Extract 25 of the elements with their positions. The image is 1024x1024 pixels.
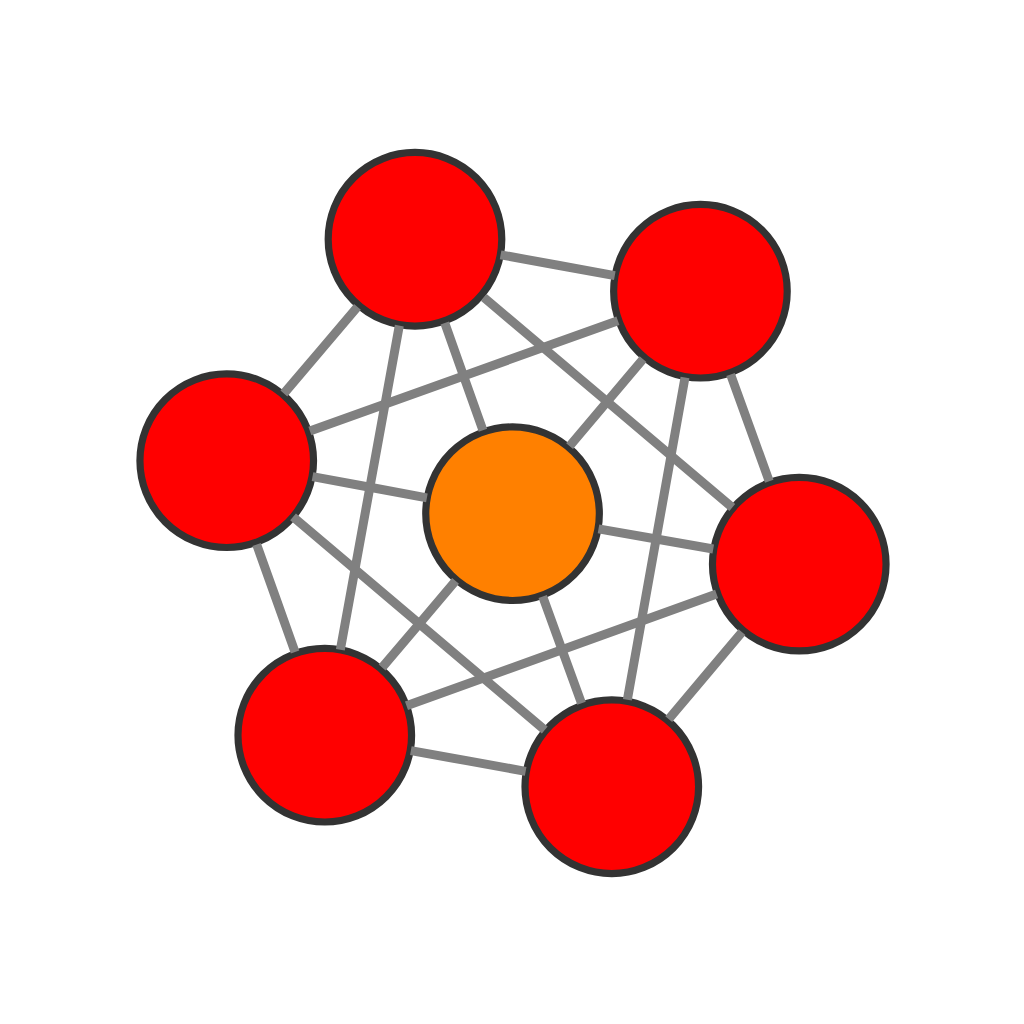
connector [403,588,718,709]
connector [307,315,619,435]
node-circle [707,472,889,654]
connector [565,355,646,449]
connector [479,292,735,510]
connector [498,249,615,280]
connector [537,594,585,704]
node-circle [520,695,702,877]
connector [596,523,713,553]
connector [279,302,360,396]
connector [621,375,689,700]
connector [439,320,487,431]
connector [725,372,773,482]
connector [377,577,458,670]
node-circle [233,643,415,825]
node-circle [421,422,602,604]
node-circle [609,199,790,381]
connector [310,471,427,502]
connector [409,745,526,775]
node-circle [323,147,505,329]
connector [664,628,745,722]
node-circle [135,369,317,551]
connector [334,323,403,650]
connector [251,542,299,653]
connector [289,512,547,733]
